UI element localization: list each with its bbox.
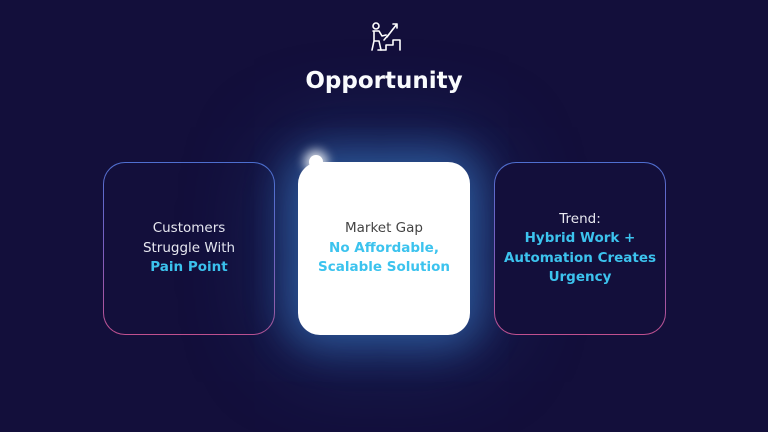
card-text: Struggle With bbox=[142, 239, 236, 256]
card-highlight: Urgency bbox=[548, 269, 612, 285]
card-customers-pain-point: Customers Struggle With Pain Point bbox=[103, 162, 275, 335]
card-highlight: Pain Point bbox=[150, 259, 228, 276]
card-market-gap: Market Gap No Affordable, Scalable Solut… bbox=[298, 162, 470, 335]
card-highlight: Scalable Solution bbox=[318, 259, 450, 276]
card-trend: Trend: Hybrid Work + Automation Creates … bbox=[494, 162, 666, 335]
card-highlight: No Affordable, bbox=[329, 239, 439, 256]
card-text: Trend: bbox=[559, 210, 601, 227]
card-text: Customers bbox=[152, 220, 226, 237]
card-highlight: Hybrid Work + bbox=[524, 230, 636, 246]
page-title: Opportunity bbox=[305, 68, 463, 94]
person-climbing-stairs-icon bbox=[371, 22, 401, 51]
glow-sparkle bbox=[309, 155, 323, 169]
card-highlight: Automation Creates bbox=[503, 249, 657, 266]
card-text: Market Gap bbox=[344, 220, 423, 237]
